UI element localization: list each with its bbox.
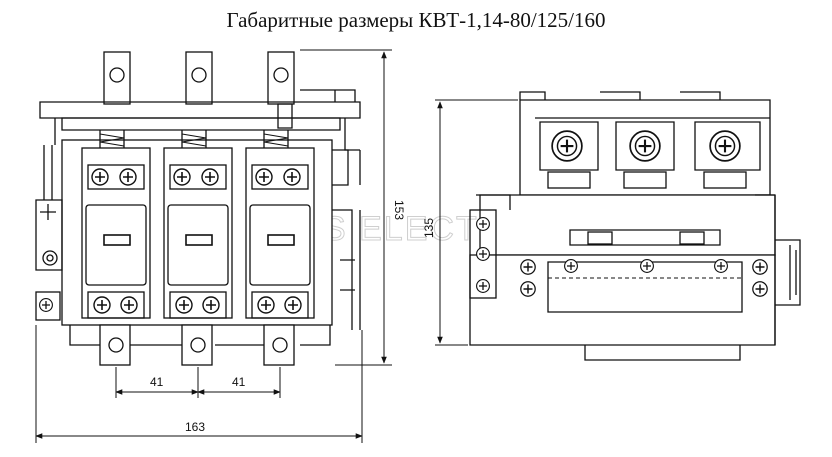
side-contact-2 bbox=[615, 121, 675, 189]
bottom-terminal-2 bbox=[181, 324, 213, 366]
top-terminal-2 bbox=[185, 51, 213, 105]
side-view bbox=[469, 91, 801, 361]
side-contact-3 bbox=[694, 121, 761, 189]
side-contact-1 bbox=[539, 121, 599, 189]
front-dimensions bbox=[35, 49, 392, 443]
diagram-title: Габаритные размеры КВТ-1,14-80/125/160 bbox=[226, 8, 606, 32]
dim-front-height: 153 bbox=[392, 200, 406, 220]
top-terminal-3 bbox=[267, 51, 295, 105]
dim-front-width: 163 bbox=[185, 420, 205, 434]
dim-pole-spacing-1: 41 bbox=[150, 375, 164, 389]
dim-pole-spacing-2: 41 bbox=[232, 375, 246, 389]
bottom-terminal-1 bbox=[99, 324, 131, 366]
pole-2 bbox=[163, 130, 233, 319]
pole-1 bbox=[81, 130, 151, 319]
dim-side-height: 135 bbox=[422, 218, 436, 238]
bottom-terminal-3 bbox=[263, 324, 295, 366]
front-view bbox=[35, 51, 361, 366]
side-dimensions bbox=[435, 99, 518, 346]
pole-3 bbox=[245, 103, 315, 319]
top-terminal-1 bbox=[103, 51, 131, 105]
